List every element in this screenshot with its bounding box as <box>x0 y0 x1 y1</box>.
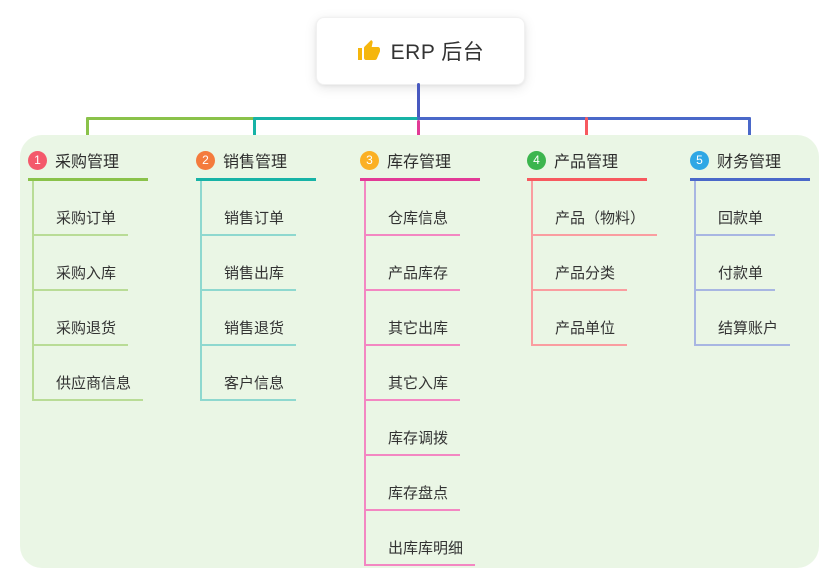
branch-children: 销售订单 销售出库 销售退货 客户信息 <box>196 181 326 401</box>
child-node: 销售退货 <box>196 291 326 346</box>
child-node: 产品单位 <box>527 291 657 346</box>
branch-purchase: 1 采购管理 采购订单 采购入库 采购退货 供应商信息 <box>28 148 158 401</box>
child-node-label[interactable]: 产品库存 <box>364 262 461 291</box>
thumbs-up-icon <box>357 40 380 60</box>
connector-bus-sales <box>253 117 419 120</box>
branch-children: 产品（物料） 产品分类 产品单位 <box>527 181 658 346</box>
child-node: 销售订单 <box>196 181 326 236</box>
child-node-label[interactable]: 销售出库 <box>200 262 297 291</box>
branch-header-sales[interactable]: 2 销售管理 <box>196 148 316 181</box>
child-node-label[interactable]: 采购退货 <box>32 317 129 346</box>
connector-drop-finance <box>748 117 751 150</box>
child-node: 销售出库 <box>196 236 326 291</box>
child-node: 产品分类 <box>527 236 657 291</box>
child-node: 产品（物料） <box>527 181 658 236</box>
child-node: 结算账户 <box>690 291 820 346</box>
child-node: 仓库信息 <box>360 181 490 236</box>
branch-finance: 5 财务管理 回款单 付款单 结算账户 <box>690 148 820 346</box>
branch-children: 回款单 付款单 结算账户 <box>690 181 820 346</box>
child-node: 采购订单 <box>28 181 158 236</box>
child-node-label[interactable]: 出库库明细 <box>364 537 476 566</box>
connector-bus-finance <box>417 117 751 120</box>
child-node-label[interactable]: 客户信息 <box>200 372 297 401</box>
branch-number-badge: 4 <box>527 150 546 170</box>
child-node: 回款单 <box>690 181 820 236</box>
connector-root-vertical <box>417 83 420 120</box>
branch-label: 销售管理 <box>223 154 288 171</box>
child-node-label[interactable]: 产品（物料） <box>531 207 658 236</box>
branch-label: 采购管理 <box>55 154 120 171</box>
connector-drop-sales <box>253 117 256 150</box>
branch-sales: 2 销售管理 销售订单 销售出库 销售退货 客户信息 <box>196 148 326 401</box>
connector-drop-product <box>585 117 588 150</box>
branch-children: 仓库信息 产品库存 其它出库 其它入库 库存调拨 库存盘点 出库库明细 <box>360 181 490 566</box>
child-node-label[interactable]: 仓库信息 <box>364 207 461 236</box>
child-node-label[interactable]: 销售订单 <box>200 207 297 236</box>
branch-number-badge: 5 <box>690 150 709 170</box>
branch-label: 财务管理 <box>717 154 782 171</box>
child-node-label[interactable]: 其它入库 <box>364 372 461 401</box>
child-node-label[interactable]: 回款单 <box>694 207 776 236</box>
child-connector-line <box>364 181 366 566</box>
branch-header-product[interactable]: 4 产品管理 <box>527 148 647 181</box>
child-connector-line <box>32 181 34 401</box>
root-node-erp[interactable]: ERP 后台 <box>316 17 525 85</box>
child-node: 客户信息 <box>196 346 326 401</box>
child-node-label[interactable]: 付款单 <box>694 262 776 291</box>
branch-product: 4 产品管理 产品（物料） 产品分类 产品单位 <box>527 148 658 346</box>
branch-label: 库存管理 <box>387 154 452 171</box>
branch-inventory: 3 库存管理 仓库信息 产品库存 其它出库 其它入库 库存调拨 库存盘点 出库库… <box>360 148 490 566</box>
branch-header-purchase[interactable]: 1 采购管理 <box>28 148 148 181</box>
child-node-label[interactable]: 销售退货 <box>200 317 297 346</box>
child-node-label[interactable]: 采购入库 <box>32 262 129 291</box>
branch-number-badge: 2 <box>196 150 215 170</box>
child-node-label[interactable]: 产品单位 <box>531 317 628 346</box>
child-node: 采购退货 <box>28 291 158 346</box>
child-node-label[interactable]: 结算账户 <box>694 317 791 346</box>
branch-header-inventory[interactable]: 3 库存管理 <box>360 148 480 181</box>
child-node-label[interactable]: 库存盘点 <box>364 482 461 511</box>
child-node-label[interactable]: 采购订单 <box>32 207 129 236</box>
connector-drop-purchase <box>86 117 89 150</box>
child-node: 出库库明细 <box>360 511 490 566</box>
child-node: 采购入库 <box>28 236 158 291</box>
mindmap-panel <box>20 135 819 568</box>
connector-bus-purchase <box>86 117 255 120</box>
branch-header-finance[interactable]: 5 财务管理 <box>690 148 810 181</box>
branch-label: 产品管理 <box>554 154 619 171</box>
child-node-label[interactable]: 产品分类 <box>531 262 628 291</box>
child-node: 产品库存 <box>360 236 490 291</box>
child-connector-line <box>531 181 533 346</box>
child-connector-line <box>200 181 202 401</box>
branch-number-badge: 1 <box>28 150 47 170</box>
child-node-label[interactable]: 供应商信息 <box>32 372 144 401</box>
child-node: 其它出库 <box>360 291 490 346</box>
child-node: 付款单 <box>690 236 820 291</box>
child-connector-line <box>694 181 696 346</box>
branch-children: 采购订单 采购入库 采购退货 供应商信息 <box>28 181 158 401</box>
root-node-label: ERP 后台 <box>390 41 485 64</box>
child-node-label[interactable]: 其它出库 <box>364 317 461 346</box>
child-node-label[interactable]: 库存调拨 <box>364 427 461 456</box>
child-node: 其它入库 <box>360 346 490 401</box>
child-node: 供应商信息 <box>28 346 158 401</box>
child-node: 库存盘点 <box>360 456 490 511</box>
child-node: 库存调拨 <box>360 401 490 456</box>
branch-number-badge: 3 <box>360 150 379 170</box>
